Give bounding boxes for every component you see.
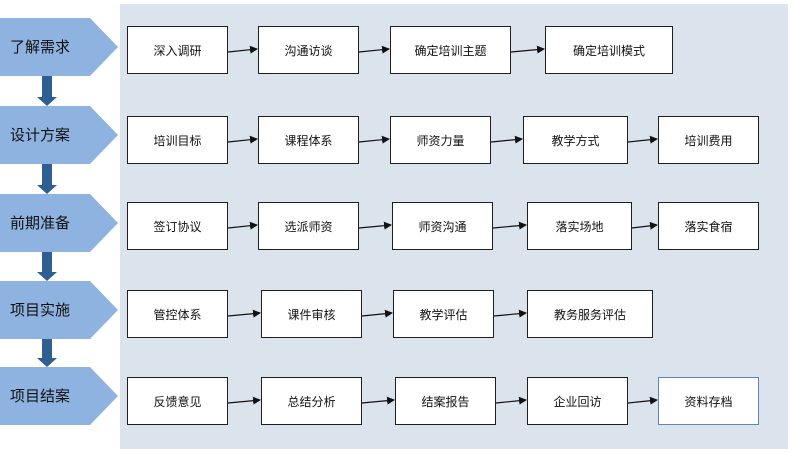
step-box: 管控体系 <box>127 290 228 338</box>
connector-arrow <box>358 45 390 54</box>
phase-closure-chevron <box>0 367 118 425</box>
step-box: 课程体系 <box>258 116 359 164</box>
phase-design-plan-label: 设计方案 <box>10 126 71 144</box>
connector-arrow <box>627 135 658 144</box>
phase-design-plan-chevron <box>0 106 118 164</box>
step-box: 确定培训主题 <box>390 26 511 74</box>
phase-preparation-chevron <box>0 194 118 252</box>
step-box: 总结分析 <box>261 377 362 425</box>
step-box: 签订协议 <box>127 202 228 250</box>
step-box: 师资沟通 <box>392 202 493 250</box>
step-box: 落实食宿 <box>658 202 759 250</box>
connector-arrow <box>627 396 658 405</box>
down-arrow-icon <box>37 76 57 106</box>
phase-preparation-label: 前期准备 <box>10 214 71 232</box>
step-box: 确定培训模式 <box>545 26 673 74</box>
down-arrow-icon <box>37 252 57 281</box>
phase-implementation-label: 项目实施 <box>10 301 71 319</box>
down-arrow-icon <box>37 339 57 367</box>
connector-arrow <box>227 396 261 405</box>
step-box: 企业回访 <box>527 377 628 425</box>
connector-arrow <box>361 309 393 318</box>
connector-arrow <box>361 396 395 405</box>
connector-arrow <box>631 221 658 230</box>
step-box: 反馈意见 <box>127 377 228 425</box>
step-box: 落实场地 <box>527 202 632 250</box>
step-box: 结案报告 <box>395 377 496 425</box>
step-box: 课件审核 <box>261 290 362 338</box>
connector-arrow <box>490 135 523 144</box>
step-box: 教务服务评估 <box>527 290 653 338</box>
phase-understand-needs-chevron <box>0 18 118 76</box>
connector-arrow <box>492 221 527 230</box>
step-box: 深入调研 <box>127 26 228 74</box>
step-box: 师资力量 <box>390 116 491 164</box>
connector-arrow <box>227 135 258 144</box>
step-box: 选派师资 <box>258 202 359 250</box>
phase-understand-needs-label: 了解需求 <box>10 38 71 56</box>
connector-arrow <box>510 45 545 54</box>
step-box: 培训目标 <box>127 116 228 164</box>
connector-arrow <box>227 309 261 318</box>
phase-closure-label: 项目结案 <box>10 387 71 405</box>
connector-arrow <box>495 396 527 405</box>
connector-arrow <box>227 45 258 54</box>
connector-arrow <box>227 221 258 230</box>
step-box: 资料存档 <box>658 377 759 425</box>
step-box: 培训费用 <box>658 116 759 164</box>
step-box: 沟通访谈 <box>258 26 359 74</box>
down-arrow-icon <box>37 164 57 194</box>
connector-arrow <box>358 221 392 230</box>
step-box: 教学方式 <box>523 116 628 164</box>
connector-arrow <box>493 309 527 318</box>
connector-arrow <box>358 135 390 144</box>
phase-implementation-chevron <box>0 281 118 339</box>
step-box: 教学评估 <box>393 290 494 338</box>
